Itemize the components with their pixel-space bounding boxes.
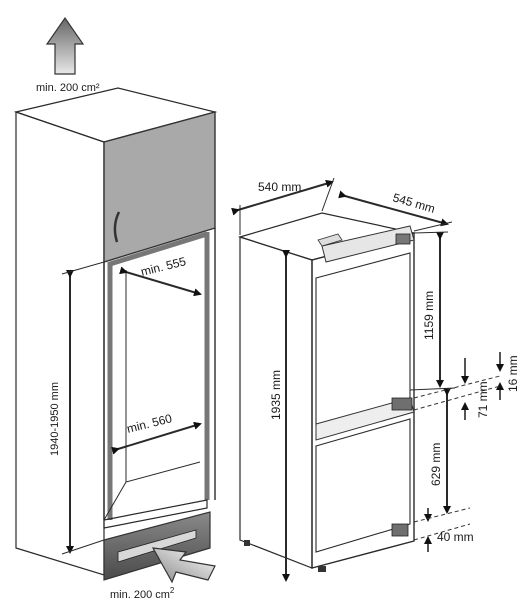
cabinet-niche: min. 200 cm² min. 555 min. 560 1940-1950… — [13, 16, 218, 601]
cm2-superscript: 2 — [170, 586, 175, 595]
foot-icon — [244, 540, 250, 546]
upper-door-label: 1159 mm — [422, 291, 436, 340]
lower-door-label: 629 mm — [429, 443, 443, 486]
niche-height-label: 1940-1950 mm — [49, 382, 61, 456]
height-label: 1935 mm — [269, 370, 283, 420]
fridge-appliance: 540 mm 545 mm 1935 mm 1159 mm 16 mm 71 m… — [231, 177, 520, 582]
upper-cabinet-door — [103, 111, 216, 263]
niche-depth-label: min. 555 — [139, 254, 187, 279]
top-hinge-icon — [395, 233, 411, 245]
bottom-hinge-icon — [391, 523, 409, 537]
niche-frame — [107, 231, 210, 520]
depth-label: 545 mm — [391, 190, 437, 215]
vent-top-label: min. 200 cm² — [36, 82, 100, 94]
vent-bottom-label: min. 200 cm2 — [110, 586, 175, 601]
gap-small-label: 16 mm — [506, 355, 520, 392]
gap-mid-label: 71 mm — [476, 381, 490, 418]
cabinet-side-panel — [15, 111, 105, 576]
ventilation-up-arrow-icon — [45, 16, 85, 75]
door-handle-icon — [113, 211, 121, 243]
ventilation-in-arrow-icon — [151, 547, 216, 584]
niche-width-label: min. 560 — [125, 411, 173, 436]
middle-hinge-icon — [391, 397, 413, 411]
lower-door — [315, 418, 411, 553]
bottom-label: 40 mm — [437, 530, 474, 544]
width-label: 540 mm — [258, 180, 301, 194]
